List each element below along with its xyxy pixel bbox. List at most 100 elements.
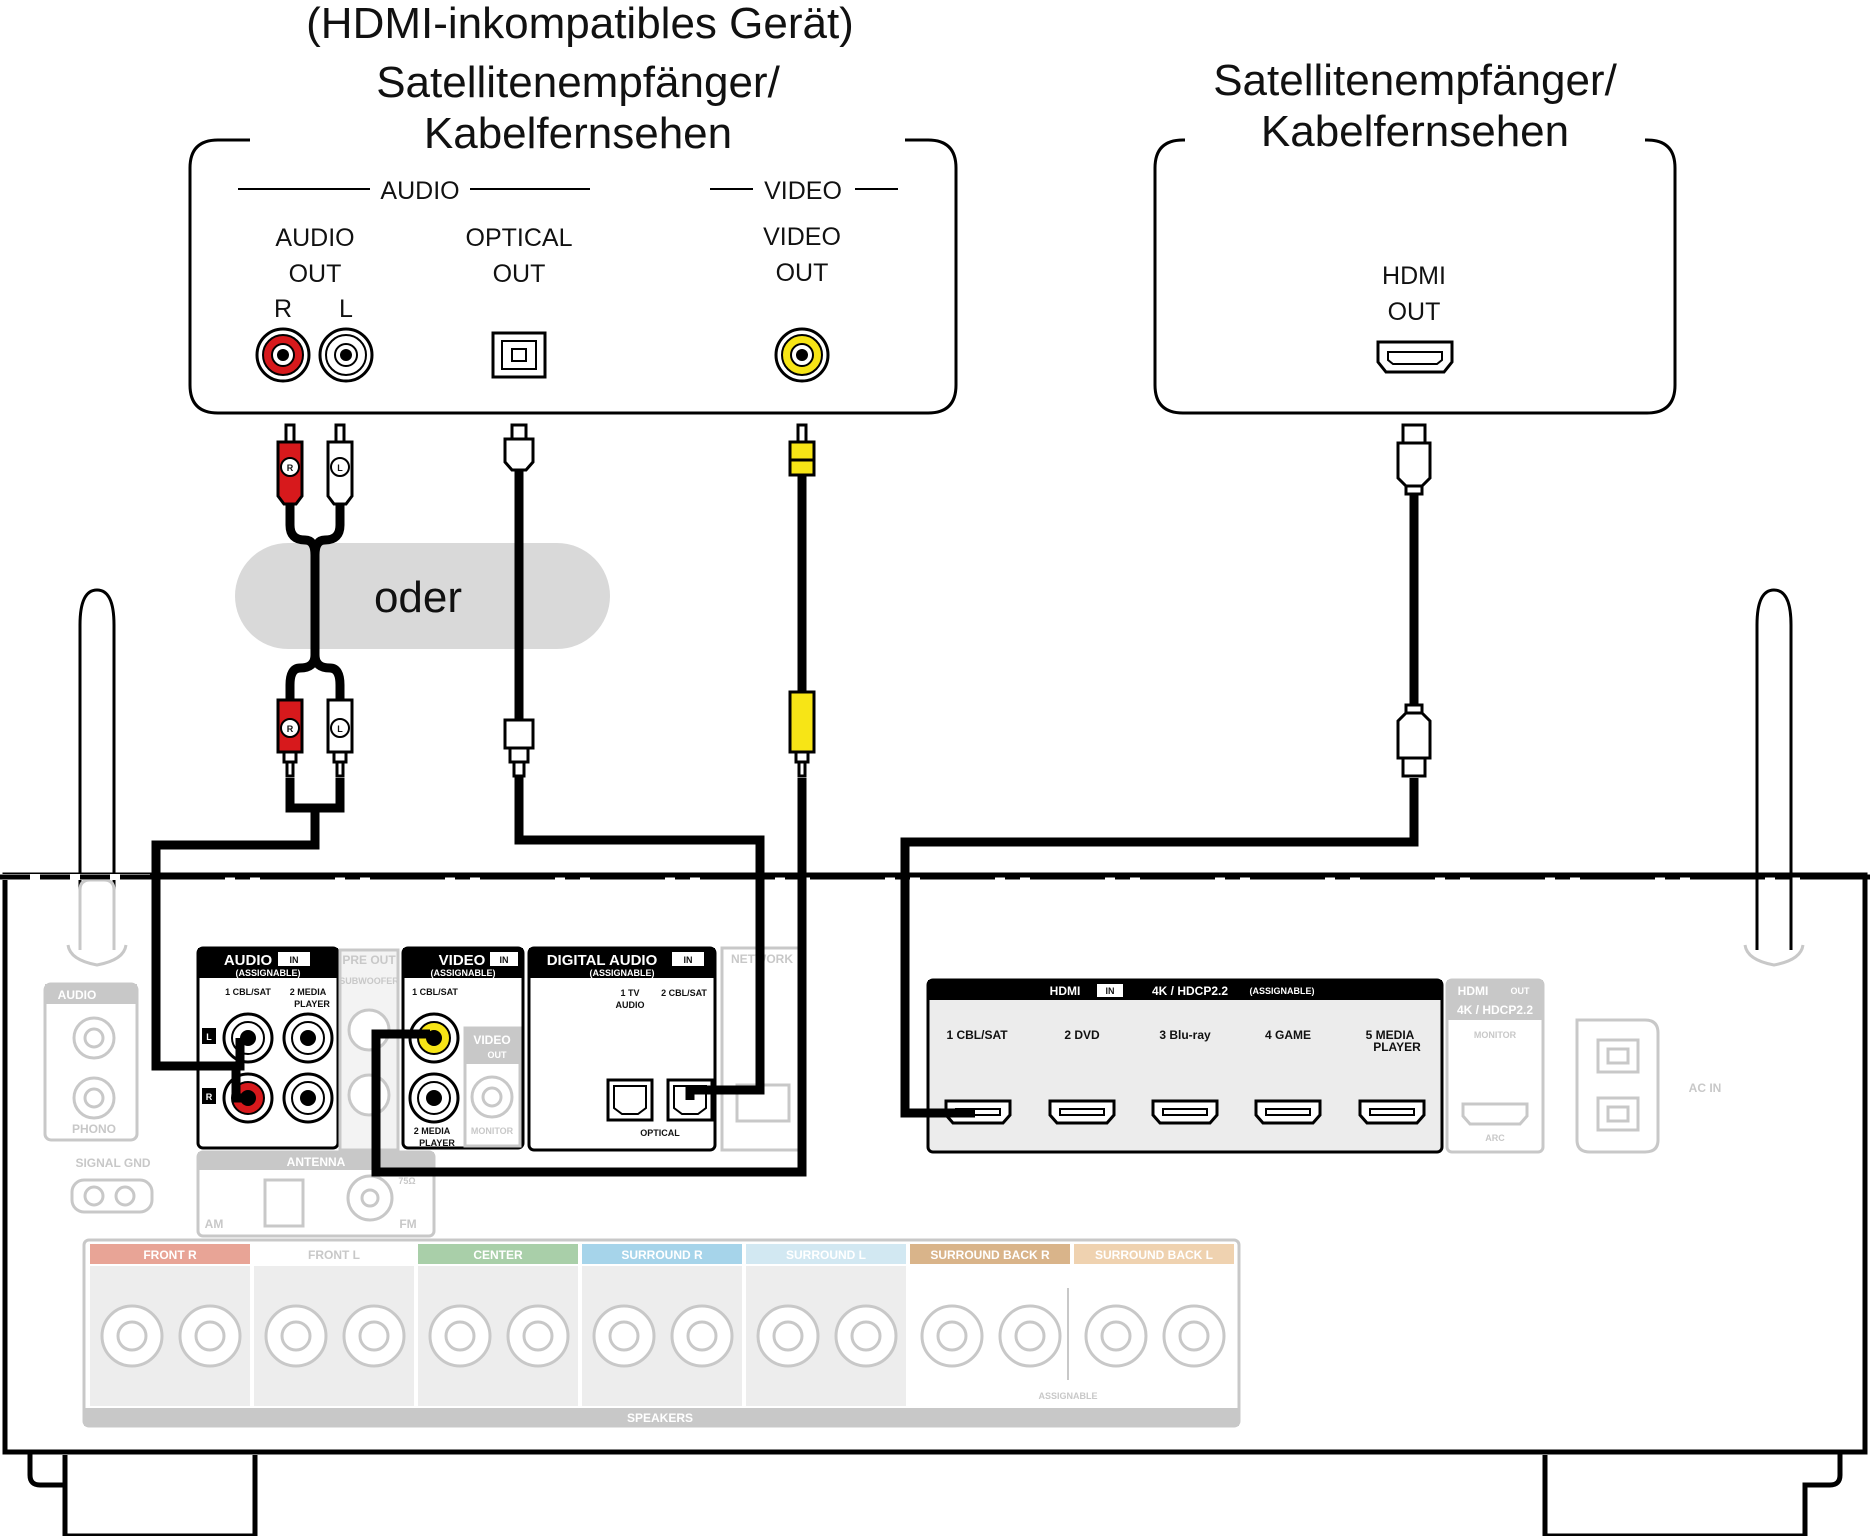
speaker-group-label-7: SURROUND BACK L <box>1095 1248 1213 1262</box>
analog-cable-l-top <box>310 498 345 556</box>
bottom-l-plug: L <box>326 698 354 778</box>
analog-cable-l-bottom <box>310 654 345 700</box>
video-out-jack <box>774 327 830 383</box>
right-device-box <box>1153 138 1677 415</box>
pre-out-section: PRE OUT SUBWOOFER <box>338 948 400 1152</box>
hdmi-in-input-2: 2 DVD <box>1064 1028 1100 1042</box>
speaker-group-3: CENTER <box>418 1244 578 1406</box>
ac-in-section: AC IN <box>1575 1018 1722 1154</box>
ac-in-label: AC IN <box>1689 1081 1722 1095</box>
audio-in-assignable: (ASSIGNABLE) <box>236 968 301 978</box>
digital-audio-title: DIGITAL AUDIO <box>547 952 658 969</box>
audio-in-jack-2r <box>282 1072 334 1124</box>
hdmi-in-port-4 <box>1254 1099 1322 1125</box>
video-in-panel: VIDEO IN (ASSIGNABLE) 1 CBL/SAT 2 MEDIA … <box>401 946 525 1150</box>
digital-in-1: 1 TV <box>620 988 639 998</box>
audio-out-label-1: AUDIO <box>275 224 354 252</box>
speaker-group-7: SURROUND BACK L <box>1074 1244 1234 1368</box>
hdmi-out-label-1: HDMI <box>1382 262 1446 290</box>
hdmi-in-badge: IN <box>1106 986 1115 996</box>
audio-in-title: AUDIO <box>224 952 273 969</box>
top-l-plug: L <box>326 423 354 506</box>
arc-label: ARC <box>1485 1133 1505 1143</box>
or-label: oder <box>374 573 462 622</box>
digital-in-1b: AUDIO <box>616 1000 645 1010</box>
bottom-r-plug: R <box>276 698 304 778</box>
optical-plug-top <box>503 423 535 472</box>
hdmi-in-input-1: 1 CBL/SAT <box>946 1028 1008 1042</box>
video-in-input-2b: PLAYER <box>419 1138 455 1148</box>
audio-in-r-label: R <box>206 1092 213 1102</box>
optical-out-jack <box>491 331 547 379</box>
speaker-group-label-2: FRONT L <box>308 1248 360 1262</box>
audio-in-input-2b: PLAYER <box>294 999 330 1009</box>
hdmi-out-monitor-badge: OUT <box>1511 986 1531 996</box>
hdmi-out-monitor-section: HDMI OUT 4K / HDCP2.2 MONITOR ARC <box>1445 978 1545 1154</box>
optical-in-1-port <box>606 1078 654 1122</box>
left-device-title-line1: Satellitenempfänger/ <box>376 58 780 107</box>
audio-out-l-jack <box>318 327 374 383</box>
receiver-chassis <box>2 872 1868 1455</box>
left-device-box <box>188 138 958 415</box>
audio-in-jack-1l <box>222 1012 274 1064</box>
left-device-title-line2: Kabelfernsehen <box>424 109 732 158</box>
hdmi-out-port <box>1376 340 1454 374</box>
hdmi-in-input-5: 5 MEDIA <box>1366 1028 1415 1042</box>
video-group-label: VIDEO <box>764 177 842 205</box>
antenna-section: ANTENNA AM FM 75Ω <box>196 1150 436 1238</box>
top-r-plug-label: R <box>287 463 294 473</box>
video-out-label-1: VIDEO <box>763 223 841 251</box>
hdmi-in-port-5 <box>1358 1099 1426 1125</box>
video-in-input-2: 2 MEDIA <box>414 1126 451 1136</box>
video-in-assignable: (ASSIGNABLE) <box>431 968 496 978</box>
audio-out-r-jack <box>255 327 311 383</box>
speaker-group-5: SURROUND L <box>746 1244 906 1406</box>
speaker-group-label-6: SURROUND BACK R <box>930 1248 1050 1262</box>
left-device: (HDMI-inkompatibles Gerät) Satellitenemp… <box>188 0 958 415</box>
am-label: AM <box>205 1217 224 1231</box>
audio-out-l-label: L <box>339 295 353 323</box>
signal-gnd-label: SIGNAL GND <box>75 1156 150 1170</box>
hdmi-out-label-2: OUT <box>1388 298 1441 326</box>
receiver: AUDIO PHONO SIGNAL GND AUDIO IN (ASSIGNA… <box>0 588 1870 1536</box>
speakers-label: SPEAKERS <box>627 1411 693 1425</box>
top-l-plug-label: L <box>337 463 343 473</box>
video-cable-to-receiver <box>371 778 807 1177</box>
audio-out-r-label: R <box>274 295 292 323</box>
audio-in-jack-1r <box>222 1072 274 1124</box>
phono-audio-in-title: AUDIO <box>58 988 97 1002</box>
audio-in-panel: AUDIO IN (ASSIGNABLE) 1 CBL/SAT 2 MEDIA … <box>196 946 340 1150</box>
right-device-title-line2: Kabelfernsehen <box>1261 107 1569 156</box>
hdmi-in-spec: 4K / HDCP2.2 <box>1152 984 1228 998</box>
subwoofer-label: SUBWOOFER <box>339 976 399 986</box>
video-in-title: VIDEO <box>439 952 486 969</box>
video-out-monitor-title: VIDEO <box>473 1033 510 1047</box>
video-in-badge: IN <box>500 955 509 965</box>
speaker-group-2: FRONT L <box>254 1244 414 1406</box>
hdmi-in-title: HDMI <box>1050 984 1081 998</box>
video-in-input-1: 1 CBL/SAT <box>412 987 458 997</box>
speaker-group-4: SURROUND R <box>582 1244 742 1406</box>
antenna-title: ANTENNA <box>287 1155 346 1169</box>
audio-group-label: AUDIO <box>380 177 459 205</box>
antenna-left <box>66 588 128 967</box>
analog-cable-r-top <box>285 498 320 700</box>
digital-audio-badge: IN <box>684 955 693 965</box>
right-device: Satellitenempfänger/ Kabelfernsehen HDMI… <box>1153 56 1677 415</box>
hdmi-out-monitor-spec: 4K / HDCP2.2 <box>1457 1003 1533 1017</box>
hdmi-plug-bottom <box>1396 703 1432 778</box>
hdmi-cable-to-receiver <box>900 778 1419 1118</box>
digital-audio-assignable: (ASSIGNABLE) <box>590 968 655 978</box>
audio-in-l-label: L <box>206 1032 212 1042</box>
video-plug-top <box>788 423 816 477</box>
hdmi-in-input-5b: PLAYER <box>1373 1040 1421 1054</box>
speakers-assignable-label: ASSIGNABLE <box>1038 1391 1097 1401</box>
analog-cable-to-receiver <box>151 778 345 1103</box>
hdmi-in-input-4: 4 GAME <box>1265 1028 1311 1042</box>
bottom-r-plug-label: R <box>287 724 294 734</box>
optical-in-label: OPTICAL <box>640 1128 680 1138</box>
hdmi-in-panel: HDMI IN 4K / HDCP2.2 (ASSIGNABLE) 1 CBL/… <box>926 978 1444 1154</box>
speaker-group-label-3: CENTER <box>473 1248 523 1262</box>
optical-cable-to-receiver <box>514 776 765 1100</box>
